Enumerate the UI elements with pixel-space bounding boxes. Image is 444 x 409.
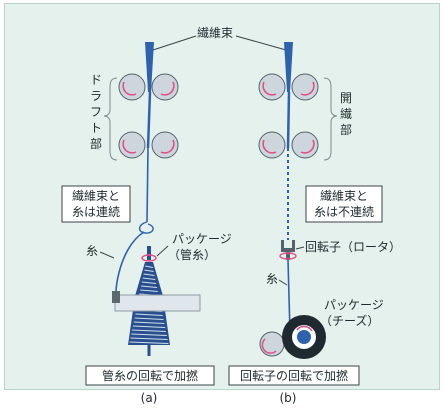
rotation-arrow-icon — [262, 81, 315, 154]
roller-icon — [258, 73, 319, 159]
fiber-bundle-leader-b — [235, 35, 287, 51]
draft-section-label: ドラフト部 — [90, 73, 102, 151]
discontinuous-line-1: 繊維束と — [320, 189, 368, 203]
opening-bracket — [323, 77, 338, 161]
draft-bracket — [103, 77, 118, 161]
yarn-label-a: 糸 — [86, 244, 98, 258]
caption-box-a — [85, 365, 215, 386]
package-a-leader — [156, 245, 169, 257]
rotor-label: 回転子（ロータ） — [305, 240, 401, 254]
yarn-guide-a — [138, 221, 154, 234]
roller-icon — [118, 73, 179, 159]
discontinuous-box — [305, 185, 383, 223]
continuous-box — [61, 185, 131, 223]
rotor-leader — [295, 246, 305, 250]
continuous-line-2: 糸は連続 — [72, 205, 120, 219]
package-a-line-2: （管糸） — [168, 247, 216, 262]
yarn-leader-b — [278, 279, 288, 286]
package-b-line-1: パッケージ — [324, 298, 384, 312]
caption-b: 回転子の回転で加撚 — [240, 369, 348, 383]
package-a-line-1: パッケージ — [172, 232, 232, 246]
continuous-line-1: 繊維束と — [72, 189, 120, 203]
rotation-arrow-icon — [261, 338, 277, 354]
yarn-leader-a — [99, 251, 115, 259]
fiber-bundle-label: 繊維束 — [197, 26, 233, 40]
package-b-line-2: （チーズ） — [320, 313, 379, 328]
opening-section-label: 開繊部 — [340, 91, 352, 137]
spindle-rail — [112, 291, 201, 312]
drafted-fiber-b — [286, 91, 291, 149]
cheese-package-icon — [282, 315, 326, 359]
discontinuous-line-2: 糸は不連続 — [314, 205, 374, 219]
subfigure-label-b: (b) — [280, 391, 297, 405]
caption-a: 管糸の回転で加撚 — [102, 368, 198, 383]
drafted-fiber-a — [146, 91, 152, 149]
fiber-bundle-a — [145, 42, 154, 92]
fiber-bundle-leader-a — [152, 35, 197, 51]
fiber-bundle-b — [284, 42, 293, 92]
rotor-icon — [279, 240, 297, 260]
rotation-arrow-icon — [122, 81, 175, 154]
subfigure-label-a: (a) — [141, 391, 158, 405]
yarn-line-a — [146, 147, 149, 223]
caption-box-b — [228, 365, 360, 386]
yarn-label-b: 糸 — [266, 272, 278, 286]
